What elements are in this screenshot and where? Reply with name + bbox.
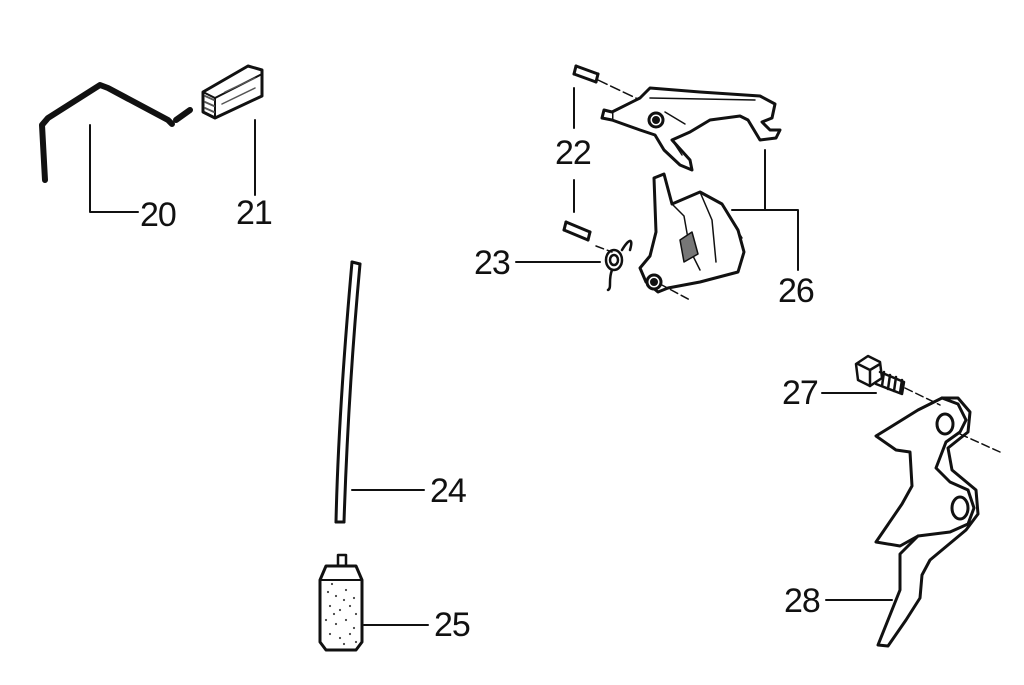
leader-23 bbox=[515, 245, 613, 263]
callout-23: 23 bbox=[474, 244, 511, 282]
part-26-safety-trigger bbox=[638, 172, 746, 301]
leader-26 bbox=[731, 149, 799, 271]
part-27-screw bbox=[854, 354, 906, 396]
callout-28: 28 bbox=[784, 582, 821, 620]
part-22-pin-lower bbox=[562, 220, 592, 242]
leader-22 bbox=[573, 79, 641, 213]
part-22-pin-upper bbox=[572, 64, 600, 84]
part-25-fuel-filter bbox=[318, 553, 364, 652]
callout-27: 27 bbox=[782, 374, 819, 412]
leader-27 bbox=[821, 387, 941, 406]
part-24-fuel-hose bbox=[334, 260, 362, 524]
callout-25: 25 bbox=[434, 606, 471, 644]
callout-26: 26 bbox=[778, 272, 815, 310]
part-26-throttle-lever bbox=[600, 86, 782, 172]
callout-22: 22 bbox=[555, 134, 592, 172]
callout-21: 21 bbox=[236, 194, 273, 232]
callout-20: 20 bbox=[140, 196, 177, 234]
part-20-bent-wire bbox=[39, 82, 193, 183]
callout-24: 24 bbox=[430, 472, 467, 510]
part-21-rubber-block bbox=[201, 64, 264, 120]
leader-20 bbox=[89, 124, 139, 213]
part-23-spring bbox=[604, 239, 633, 292]
part-28-bumper-spike bbox=[874, 396, 1001, 648]
